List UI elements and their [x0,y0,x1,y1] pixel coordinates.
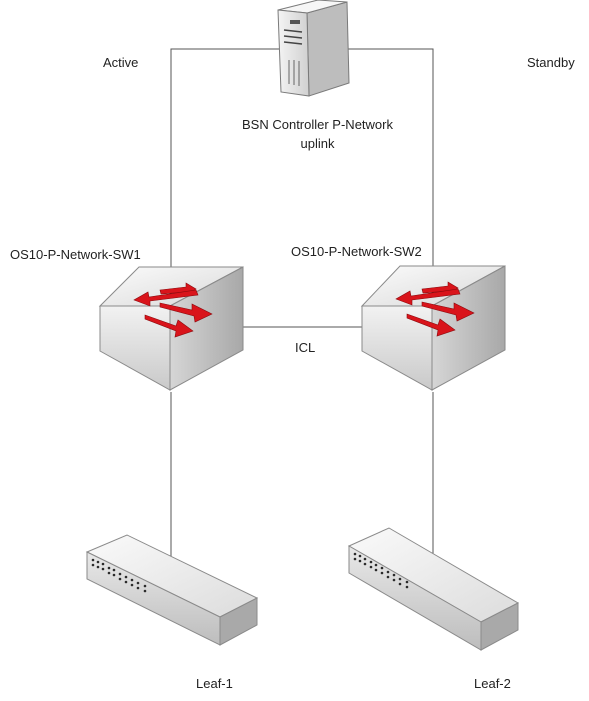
label-leaf2: Leaf-2 [474,676,511,691]
label-controller-line1: BSN Controller P-Network [242,117,393,132]
label-sw1: OS10-P-Network-SW1 [10,247,141,262]
link-server-sw2 [338,48,434,292]
link-server-sw1 [170,48,281,296]
server-icon [277,0,350,97]
leaf1-leaf-switch-icon [85,534,259,646]
label-leaf1: Leaf-1 [196,676,233,691]
links [170,48,434,557]
leaf2-leaf-switch-icon [347,527,520,651]
label-controller-line2: uplink [300,136,335,151]
label-sw2: OS10-P-Network-SW2 [291,244,422,259]
label-active: Active [103,55,139,70]
sw2-network-switch-icon [360,265,506,391]
label-icl: ICL [295,340,316,355]
sw1-network-switch-icon [98,266,244,391]
label-standby: Standby [527,55,575,70]
